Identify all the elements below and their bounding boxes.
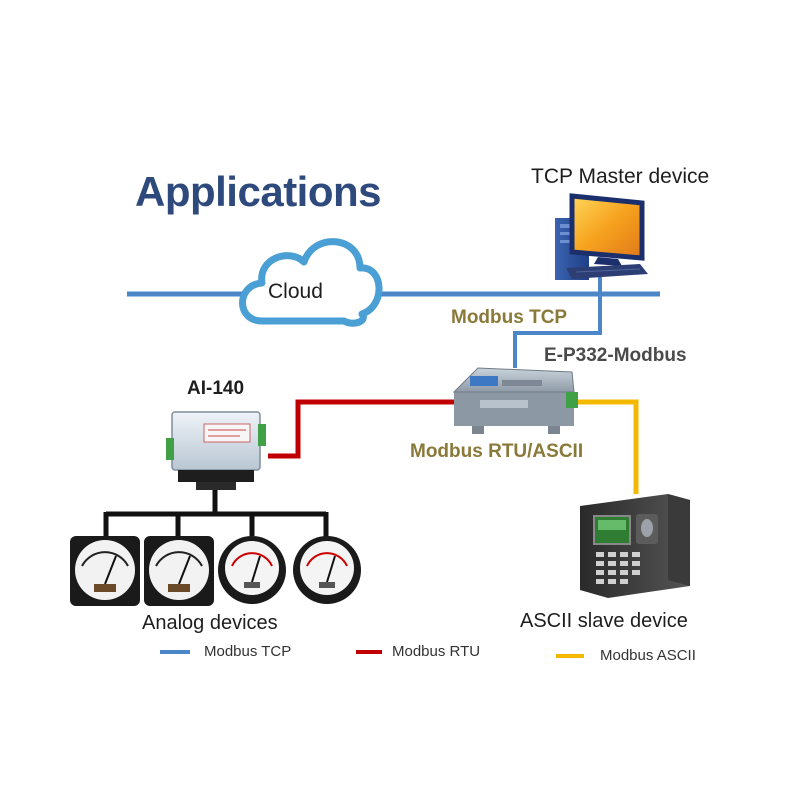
legend-label-modbus-rtu: Modbus RTU bbox=[392, 643, 481, 660]
ascii-slave-label: ASCII slave device bbox=[520, 610, 688, 632]
computer-icon bbox=[555, 193, 648, 280]
cloud-label: Cloud bbox=[268, 280, 323, 303]
converter-label: E-P332-Modbus bbox=[544, 345, 687, 366]
tcp-master-label: TCP Master device bbox=[531, 165, 710, 188]
tcp-lines bbox=[127, 272, 660, 368]
ascii-line bbox=[578, 399, 639, 494]
analog-meter-icon bbox=[70, 536, 140, 606]
analog-devices-label: Analog devices bbox=[142, 612, 278, 634]
converter-device-icon bbox=[452, 367, 578, 434]
legend-label-modbus-ascii: Modbus ASCII bbox=[600, 647, 696, 664]
ai140-label: AI-140 bbox=[187, 378, 245, 399]
modbus-rtu-ascii-link-label: Modbus RTU/ASCII bbox=[410, 441, 584, 462]
modbus-tcp-link-label: Modbus TCP bbox=[451, 307, 568, 328]
diagram-title: Applications bbox=[135, 168, 382, 215]
analog-meter-icon bbox=[218, 536, 286, 604]
cloud-icon bbox=[239, 238, 383, 327]
fingerprint-terminal-icon bbox=[580, 494, 690, 598]
analog-bus bbox=[103, 490, 329, 538]
legend-swatches bbox=[160, 650, 584, 658]
legend-label-modbus-tcp: Modbus TCP bbox=[204, 643, 292, 660]
analog-meter-icon bbox=[293, 536, 361, 604]
rtu-line bbox=[268, 399, 454, 459]
analog-meter-icon bbox=[144, 536, 214, 606]
ai140-module-icon bbox=[166, 411, 266, 490]
